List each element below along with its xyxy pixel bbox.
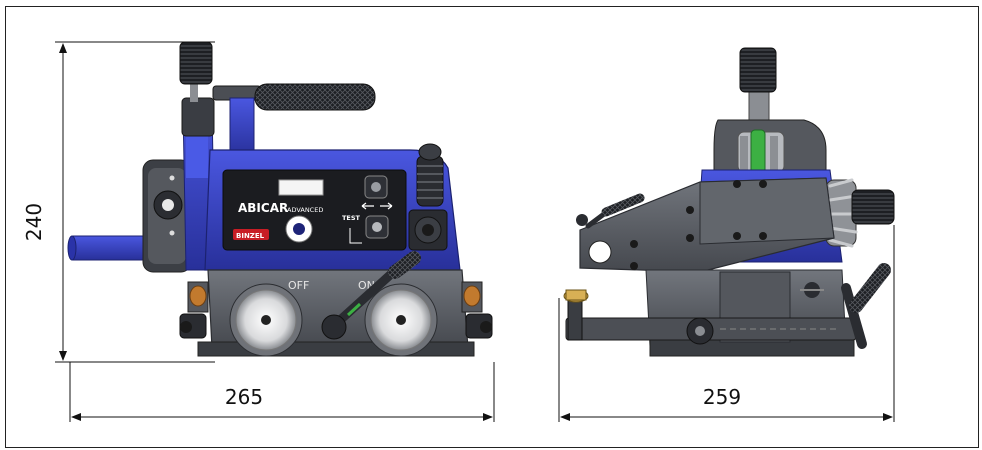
height-value: 240: [22, 203, 46, 241]
maker-label: BINZEL: [236, 232, 265, 240]
maker-logo: [233, 229, 269, 240]
magnet-wheel-right: [364, 283, 438, 357]
clamp-lever[interactable]: [576, 193, 645, 229]
carry-handle: [212, 83, 376, 157]
clutch-lever[interactable]: [321, 251, 421, 340]
width-front-value: 265: [225, 385, 263, 409]
side-adjust-knob: [825, 178, 895, 248]
test-label: TEST: [342, 214, 361, 222]
control-panel: ABICAR ADVANCED BINZEL TEST: [222, 169, 407, 251]
magnet-wheel-left: [229, 283, 303, 357]
side-rollers-right: [461, 281, 493, 339]
connector-socket: [408, 209, 448, 251]
dimension-width-front: 265: [69, 362, 495, 422]
model-label: ADVANCED: [287, 206, 323, 214]
guide-rod: [563, 289, 857, 345]
display-screen: [278, 179, 324, 196]
side-top-knob: [739, 47, 777, 93]
dimension-width-side: 259: [558, 225, 895, 422]
front-view: ABICAR ADVANCED BINZEL TEST: [67, 41, 493, 357]
cable-gland: [416, 143, 444, 207]
brand-label: ABICAR: [238, 201, 288, 215]
side-view: [563, 47, 895, 357]
side-rollers-left: [179, 281, 209, 339]
off-label: OFF: [288, 279, 309, 292]
top-knob: [179, 41, 213, 85]
width-side-value: 259: [703, 385, 741, 409]
side-handle[interactable]: [841, 263, 891, 349]
